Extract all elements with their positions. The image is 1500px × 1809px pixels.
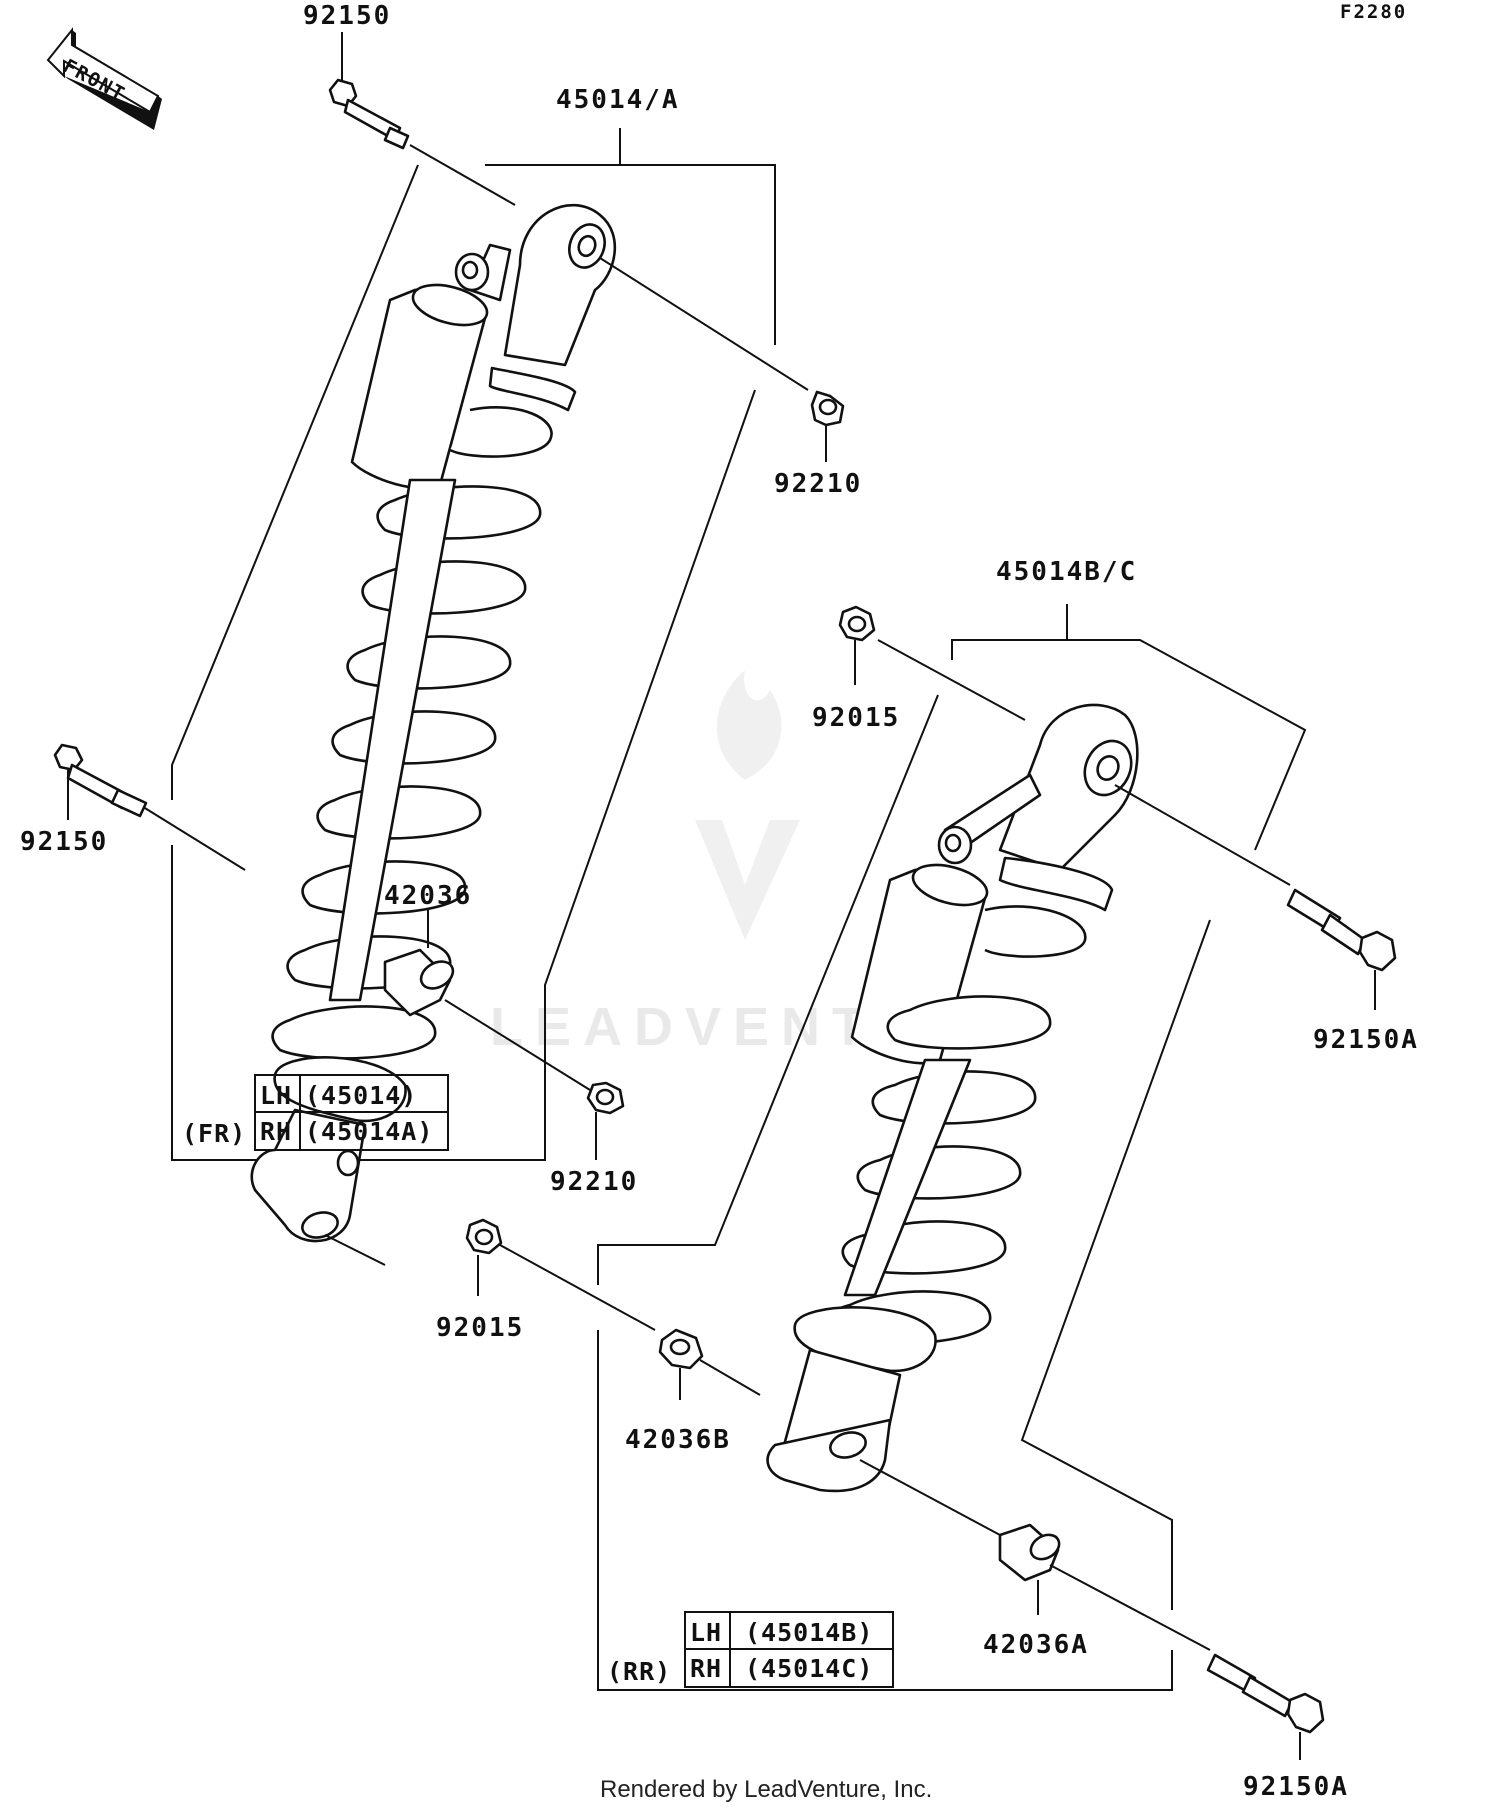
rear-table-group: (RR) xyxy=(607,1657,671,1686)
collar-rear-a: 42036A xyxy=(859,1459,1211,1660)
bolt-top-front: 92150 xyxy=(303,1,516,206)
front-label: FRONT xyxy=(60,55,130,106)
callout-45014-a: 45014/A xyxy=(556,85,680,115)
front-table-row2-part: (45014A) xyxy=(305,1117,433,1146)
front-table-row2-side: RH xyxy=(260,1117,292,1146)
rear-shock-group: 45014B/C xyxy=(436,557,1419,1802)
nut-rear-lower: 92015 xyxy=(436,1218,656,1343)
rear-application-table: (RR) LH (45014B) RH (45014C) xyxy=(607,1611,894,1688)
callout-92150a-upper: 92150A xyxy=(1313,1025,1419,1055)
footer-credit: Rendered by LeadVenture, Inc. xyxy=(600,1776,932,1803)
front-table-group: (FR) xyxy=(182,1119,246,1148)
callout-92150-top: 92150 xyxy=(303,1,391,31)
front-arrow-icon: FRONT xyxy=(46,27,162,130)
callout-92210-lower: 92210 xyxy=(550,1167,638,1197)
callout-92150a-lower: 92150A xyxy=(1243,1772,1349,1802)
callout-92210-upper: 92210 xyxy=(774,469,862,499)
front-coil-spring xyxy=(271,406,553,1060)
callout-42036b: 42036B xyxy=(625,1425,731,1455)
nut-front-upper: 92210 xyxy=(599,257,862,499)
front-shock-absorber xyxy=(250,204,617,1243)
front-table-row1-side: LH xyxy=(260,1081,292,1110)
collar-rear-b: 42036B xyxy=(625,1328,761,1455)
rear-table-row2-part: (45014C) xyxy=(745,1654,873,1683)
rear-coil-spring xyxy=(826,905,1087,1345)
rear-table-row1-side: LH xyxy=(690,1618,722,1647)
front-table-row1-part: (45014) xyxy=(305,1081,417,1110)
rear-table-row1-part: (45014B) xyxy=(745,1618,873,1647)
callout-92150-lower: 92150 xyxy=(20,827,108,857)
callout-42036: 42036 xyxy=(384,881,472,911)
figure-code: F2280 xyxy=(1340,1,1407,23)
nut-front-lower: 92210 xyxy=(550,1081,638,1197)
bolt-rear-upper: 92150A xyxy=(1114,784,1419,1055)
front-application-table: (FR) LH (45014) RH (45014A) xyxy=(182,1074,449,1151)
collar-front: 42036 xyxy=(324,881,591,1266)
callout-92015-upper: 92015 xyxy=(812,703,900,733)
front-shock-group: 92150 45014/A 92210 92150 4 xyxy=(20,1,862,1266)
nut-rear-upper: 92015 xyxy=(812,605,1026,733)
callout-42036a: 42036A xyxy=(983,1630,1089,1660)
bolt-rear-lower: 92150A xyxy=(1206,1653,1349,1802)
callout-45014-bc: 45014B/C xyxy=(996,557,1137,587)
callout-92015-lower: 92015 xyxy=(436,1313,524,1343)
rear-shock-absorber xyxy=(766,703,1139,1493)
rear-table-row2-side: RH xyxy=(690,1654,722,1683)
bolt-front-lower: 92150 xyxy=(20,743,246,871)
